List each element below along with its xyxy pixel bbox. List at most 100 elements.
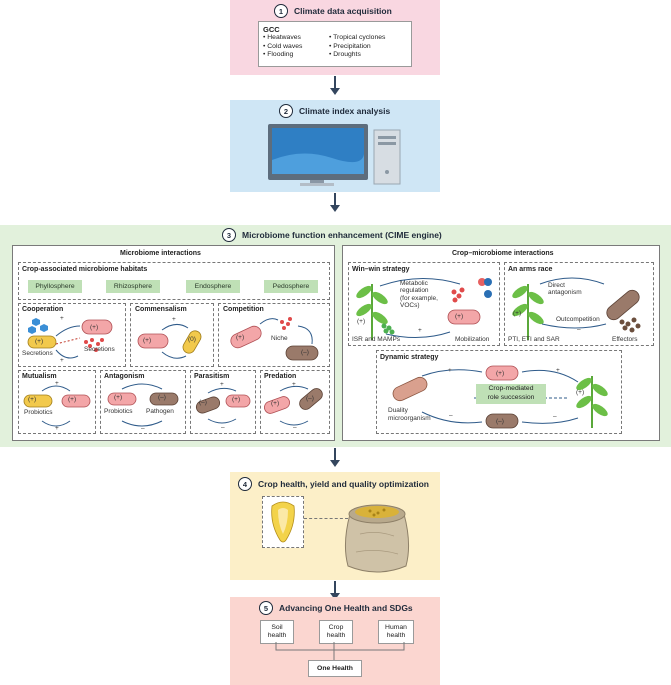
winwin-isr: ISR and MAMPs: [352, 336, 401, 343]
stage3-header: 3 Microbiome function enhancement (CIME …: [222, 228, 442, 242]
sign-pos: (+): [143, 337, 152, 344]
arrow-2-3: [330, 193, 340, 212]
dynamic-center-box: Crop-mediated role succession: [476, 384, 546, 404]
sign-pos: (+): [513, 310, 522, 317]
dynamic-illustration: [392, 365, 608, 429]
antagonism-title: Antagonism: [104, 373, 145, 380]
armsrace-outcompetition: Outcompetition: [556, 316, 600, 323]
stage3-title: Microbiome function enhancement (CIME en…: [242, 230, 442, 240]
sign-minus: –: [577, 326, 581, 333]
sign-plus: +: [55, 380, 59, 387]
sign-pos: (+): [114, 394, 123, 401]
sign-minus: –: [141, 425, 145, 432]
commensalism-illustration: [137, 324, 202, 359]
cooperation-secretions-right: Secretions: [84, 346, 115, 353]
sign-pos: (+): [35, 338, 44, 345]
one-health-connector: [275, 642, 405, 660]
corn-kernel-icon: [271, 501, 295, 543]
stage1-title: Climate data acquisition: [294, 6, 392, 16]
gcc-item: • Droughts: [329, 51, 361, 59]
cooperation-title: Cooperation: [22, 306, 64, 313]
stage1-header: 1 Climate data acquisition: [274, 4, 392, 18]
sign-plus: +: [172, 316, 176, 323]
sign-plus: +: [448, 367, 452, 374]
arrow-1-2: [330, 76, 340, 95]
sign-plus: +: [556, 367, 560, 374]
antagonism-probiotics: Probiotics: [104, 408, 133, 415]
sign-neg: (–): [301, 349, 309, 356]
sign-pos: (+): [357, 318, 366, 325]
commensalism-title: Commensalism: [135, 306, 187, 313]
gcc-item: • Tropical cyclones: [329, 34, 386, 41]
stage4-number: 4: [238, 477, 252, 491]
antagonism-illustration: [107, 383, 179, 427]
sign-plus: +: [55, 425, 59, 432]
cooperation-box: [18, 303, 126, 367]
sign-minus: –: [449, 412, 453, 419]
winwin-title: Win–win strategy: [352, 266, 410, 273]
winwin-mobilization: Mobilization: [455, 336, 490, 343]
armsrace-title: An arms race: [508, 266, 553, 273]
gcc-box: GCC • Heatwaves • Cold waves • Flooding …: [258, 21, 412, 67]
competition-niche: Niche: [271, 335, 288, 342]
one-health-box: One Health: [308, 660, 362, 677]
armsrace-effectors: Effectors: [612, 336, 638, 343]
grain-sack-icon: [344, 504, 410, 573]
stage4-title: Crop health, yield and quality optimizat…: [258, 479, 429, 489]
microbiome-interactions-title: Microbiome interactions: [120, 250, 201, 257]
stage2-number: 2: [279, 104, 293, 118]
sign-zero: (0): [188, 336, 196, 343]
sign-neg: (–): [199, 399, 207, 406]
sign-pos: (+): [236, 334, 245, 341]
gcc-item: • Heatwaves: [263, 34, 301, 41]
sign-minus: –: [293, 424, 297, 431]
computer-icon: [268, 124, 401, 186]
parasitism-title: Parasitism: [194, 373, 230, 380]
sign-pos: (+): [28, 396, 37, 403]
sign-plus: +: [292, 381, 296, 388]
cooperation-secretions-left: Secretions: [22, 350, 53, 357]
predation-illustration: [264, 385, 323, 426]
habitat-chip: Endosphere: [186, 280, 240, 293]
habitats-title: Crop-associated microbiome habitats: [22, 266, 148, 273]
sign-neg: (–): [158, 394, 166, 401]
habitat-chip: Rhizosphere: [106, 280, 160, 293]
stage5-title: Advancing One Health and SDGs: [279, 603, 413, 613]
habitat-chip: Pedosphere: [264, 280, 318, 293]
sign-neg: (–): [306, 395, 314, 402]
stage5-number: 5: [259, 601, 273, 615]
armsrace-direct: Direct antagonism: [548, 282, 582, 297]
sign-pos: (+): [232, 396, 241, 403]
predation-title: Predation: [264, 373, 297, 380]
sign-plus: +: [418, 327, 422, 334]
antagonism-pathogen: Pathogen: [146, 408, 174, 415]
competition-title: Competition: [223, 306, 264, 313]
habitat-chip: Phyllosphere: [28, 280, 82, 293]
winwin-metabolic: Metabolic regulation (for example, VOCs): [400, 280, 438, 310]
sign-pos: (+): [576, 389, 585, 396]
crop-microbiome-title: Crop–microbiome interactions: [452, 250, 554, 257]
gcc-item: • Precipitation: [329, 42, 371, 50]
stage3-number: 3: [222, 228, 236, 242]
stage2-title: Climate index analysis: [299, 106, 391, 116]
sign-plus: +: [60, 315, 64, 322]
stage2-header: 2 Climate index analysis: [279, 104, 390, 118]
gcc-item: • Cold waves: [263, 42, 303, 50]
sign-plus: +: [60, 357, 64, 364]
sign-pos: (+): [271, 400, 280, 407]
sign-pos: (+): [455, 313, 464, 320]
stage5-header: 5 Advancing One Health and SDGs: [259, 601, 413, 615]
gcc-item: • Flooding: [263, 51, 294, 59]
stage4-header: 4 Crop health, yield and quality optimiz…: [238, 477, 429, 491]
gcc-heading: GCC: [263, 25, 280, 34]
dynamic-duality: Duality microorganism: [388, 407, 431, 422]
dynamic-title: Dynamic strategy: [380, 354, 439, 361]
cooperation-illustration: [27, 318, 113, 359]
sign-minus: –: [553, 413, 557, 420]
sign-minus: –: [221, 424, 225, 431]
mutualism-probiotics: Probiotics: [24, 409, 53, 416]
mutualism-title: Mutualism: [22, 373, 57, 380]
winwin-box: [348, 262, 500, 346]
